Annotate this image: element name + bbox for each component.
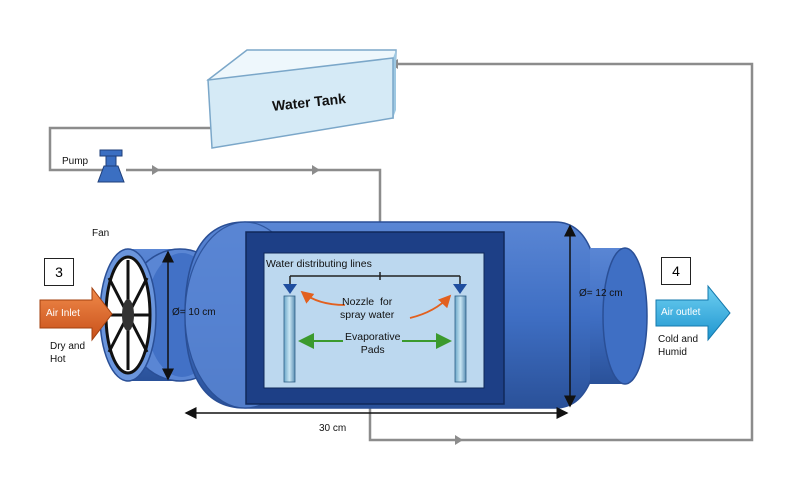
outlet-duct	[590, 247, 648, 385]
nozzle-left-icon	[283, 284, 297, 294]
fan-icon	[104, 255, 152, 375]
outlet-diameter-label: Ø= 12 cm	[579, 288, 623, 299]
station-in-box: 3	[44, 258, 74, 286]
water-distribution-lines	[289, 272, 461, 284]
air-inlet-arrow	[39, 286, 113, 342]
inlet-diameter-label: Ø= 10 cm	[172, 307, 216, 318]
pump-label: Pump	[62, 156, 89, 167]
station-out-box: 4	[661, 257, 691, 285]
nozzle-right-icon	[453, 284, 467, 294]
nozzle-arrow-right	[409, 294, 452, 319]
evaporative-pad-left	[283, 295, 296, 383]
nozzle-arrow-left	[300, 290, 346, 306]
inlet-state-label: Dry and Hot	[50, 341, 86, 365]
nozzle-label: Nozzle for spray water	[340, 296, 395, 321]
air-outlet-arrow	[655, 284, 731, 342]
outlet-state-label: Cold and Humid	[658, 334, 699, 358]
water-lines-label: Water distributing lines	[266, 258, 372, 270]
pump-icon	[97, 149, 125, 183]
length-label: 30 cm	[319, 423, 347, 434]
air-outlet-label: Air outlet	[661, 307, 701, 318]
pads-label: Evaporative Pads	[343, 331, 403, 357]
water-tank	[206, 49, 397, 149]
fan-label: Fan	[92, 228, 110, 239]
evaporative-pad-right	[454, 295, 467, 383]
air-inlet-label: Air Inlet	[46, 308, 80, 319]
